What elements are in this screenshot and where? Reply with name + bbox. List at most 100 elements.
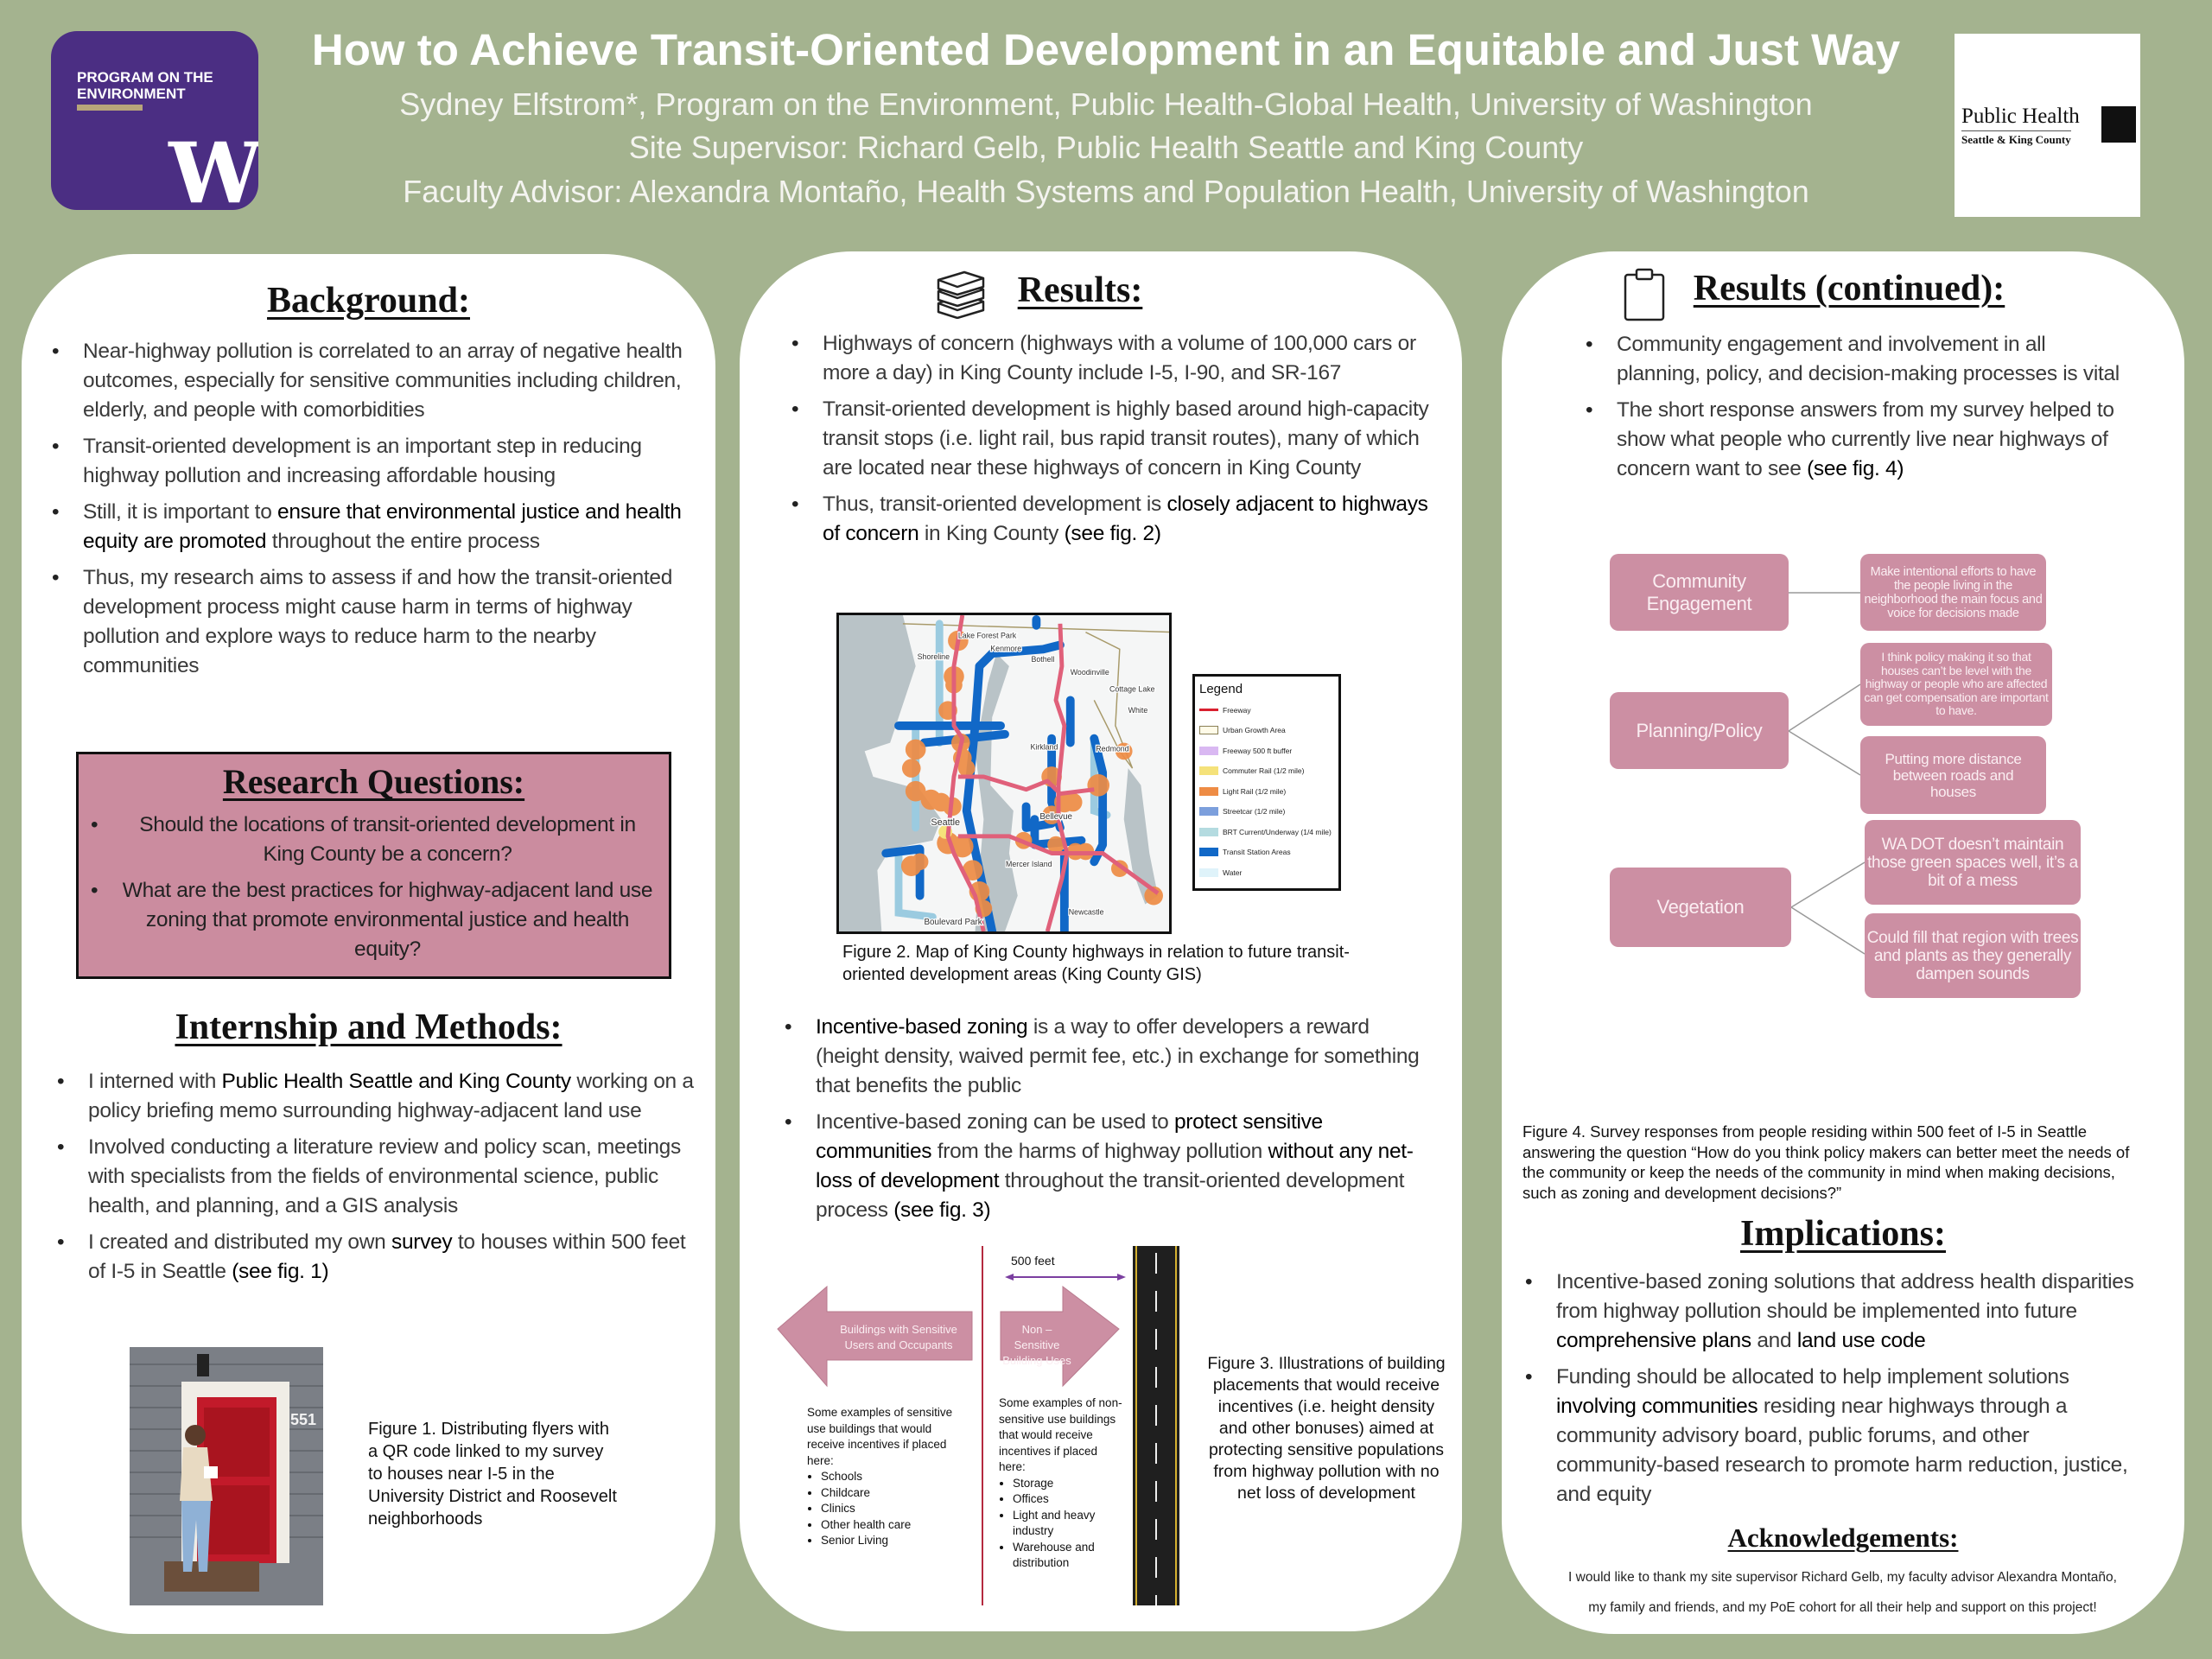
results-heading: Results: — [1017, 270, 1143, 310]
emphasized-text: (see fig. 3) — [893, 1198, 991, 1222]
legend-swatch — [1199, 868, 1218, 877]
books-icon — [931, 270, 988, 320]
bullet-item: Thus, transit-oriented development is cl… — [791, 490, 1435, 549]
bullet-text: Thus, transit-oriented development is — [823, 493, 1167, 516]
public-health-logo: Public Health Seattle & King County — [1955, 34, 2140, 217]
background-heading: Background: — [267, 281, 470, 321]
theme-vegetation: Vegetation — [1610, 868, 1791, 947]
research-questions-heading: Research Questions: — [222, 762, 525, 801]
legend-swatch — [1199, 807, 1218, 817]
bullet-item: Involved conducting a literature review … — [57, 1133, 696, 1221]
map-label: Newcastle — [1069, 907, 1104, 916]
i5-highway — [945, 615, 986, 931]
legend-item: BRT Current/Underway (1/4 mile) — [1199, 822, 1334, 842]
map-label: Woodinville — [1071, 668, 1109, 677]
implications-bullets: Incentive-based zoning solutions that ad… — [1525, 1268, 2140, 1516]
program-on-the-environment-logo: PROGRAM ON THE ENVIRONMENT W — [51, 31, 258, 210]
map-label: Cottage Lake — [1109, 685, 1155, 694]
bullet-item: The short response answers from my surve… — [1586, 396, 2121, 484]
legend-label: Transit Station Areas — [1223, 848, 1291, 857]
incentive-bullets: Incentive-based zoning is a way to offer… — [785, 1013, 1434, 1232]
legend-swatch — [1199, 827, 1218, 836]
example-item: Light and heavy industry — [1013, 1508, 1124, 1540]
legend-swatch — [1199, 726, 1218, 735]
legend-label: Streetcar (1/2 mile) — [1223, 807, 1286, 817]
survey-response: I think policy making it so that houses … — [1860, 643, 2052, 726]
bullet-text: Thus, my research aims to assess if and … — [83, 566, 673, 677]
bullet-text: Highways of concern (highways with a vol… — [823, 332, 1416, 385]
legend-swatch — [1199, 786, 1218, 796]
legend-label: Light Rail (1/2 mile) — [1223, 786, 1287, 796]
bullet-text: I created and distributed my own — [88, 1230, 391, 1254]
acknowledgements-heading: Acknowledgements: — [1727, 1522, 1959, 1553]
example-item: Senior Living — [821, 1533, 967, 1549]
emphasized-text: comprehensive plans — [1556, 1329, 1751, 1352]
legend-item: Transit Station Areas — [1199, 842, 1334, 863]
research-questions-box: Research Questions: Should the locations… — [76, 752, 671, 979]
example-item: Storage — [1013, 1476, 1124, 1492]
legend-swatch — [1199, 746, 1218, 755]
bullet-item: Still, it is important to ensure that en… — [52, 498, 696, 556]
logo-bar — [77, 105, 143, 111]
example-item: Clinics — [821, 1501, 967, 1517]
bullet-item: Incentive-based zoning solutions that ad… — [1525, 1268, 2140, 1356]
bullet-text: in King County — [918, 522, 1065, 545]
puget-sound — [839, 615, 942, 931]
results-continued-heading: Results (continued): — [1693, 269, 2005, 308]
legend-swatch — [1199, 766, 1218, 776]
logo-name: Public Health — [1961, 105, 2080, 128]
bullet-item: Thus, my research aims to assess if and … — [52, 563, 696, 681]
map-label: Kenmore — [990, 644, 1021, 652]
sensitive-intro: Some examples of sensitive use buildings… — [807, 1406, 953, 1467]
uw-w-mark: W — [168, 124, 258, 210]
lake-sammamish — [1123, 768, 1159, 905]
legend-item: Commuter Rail (1/2 mile) — [1199, 761, 1334, 782]
bullet-text: I interned with — [88, 1070, 222, 1093]
legend-swatch — [1199, 848, 1218, 857]
bullet-item: Community engagement and involvement in … — [1586, 330, 2121, 389]
map-label: Shoreline — [918, 652, 950, 661]
example-item: Offices — [1013, 1491, 1124, 1508]
survey-response: Make intentional efforts to have the peo… — [1860, 554, 2046, 631]
emphasized-text: without any net-loss of development — [816, 1140, 1414, 1192]
non-sensitive-list: StorageOfficesLight and heavy industryWa… — [999, 1476, 1124, 1572]
map-label: Mercer Island — [1006, 860, 1052, 868]
legend-item: Freeway 500 ft buffer — [1199, 741, 1334, 761]
bullet-text: The short response answers from my surve… — [1617, 398, 2114, 480]
emphasized-text: Public Health Seattle and King County — [221, 1070, 572, 1093]
example-item: Other health care — [821, 1517, 967, 1534]
bullet-item: I interned with Public Health Seattle an… — [57, 1067, 696, 1126]
example-item: Schools — [821, 1469, 967, 1485]
bullet-text: Transit-oriented development is an impor… — [83, 435, 642, 487]
sensitive-examples: Some examples of sensitive use buildings… — [807, 1405, 967, 1549]
bullet-text: throughout the transit-oriented developm… — [816, 1169, 1405, 1222]
logo-text: PROGRAM ON THE ENVIRONMENT — [77, 69, 213, 102]
house-number: 551 — [290, 1411, 316, 1428]
bullet-text: from the harms of highway pollution — [931, 1140, 1268, 1163]
authors: Sydney Elfstrom*, Program on the Environ… — [399, 86, 1813, 122]
bullet-text: Still, it is important to — [83, 500, 278, 524]
legend-label: BRT Current/Underway (1/4 mile) — [1223, 827, 1332, 836]
map-label: Kirkland — [1031, 742, 1058, 751]
bullet-item: Incentive-based zoning is a way to offer… — [785, 1013, 1434, 1101]
bullet-item: Funding should be allocated to help impl… — [1525, 1363, 2140, 1510]
bullet-text: and — [1751, 1329, 1797, 1352]
fig1-caption: Figure 1. Distributing flyers with a QR … — [368, 1420, 617, 1529]
research-question: Should the locations of transit-oriented… — [91, 810, 653, 869]
poster-title: How to Achieve Transit-Oriented Developm… — [311, 25, 1901, 74]
bullet-text: Incentive-based zoning solutions that ad… — [1556, 1270, 2134, 1323]
bullet-text: Near-highway pollution is correlated to … — [83, 340, 683, 422]
bullet-text: Transit-oriented development is highly b… — [823, 397, 1429, 480]
non-sensitive-intro: Some examples of non-sensitive use build… — [999, 1396, 1122, 1473]
survey-response: Putting more distance between roads and … — [1860, 736, 2046, 814]
internship-heading: Internship and Methods: — [175, 1007, 563, 1047]
legend-item: Urban Growth Area — [1199, 721, 1334, 741]
map-label: Bellevue — [1039, 812, 1072, 822]
emphasized-text: Incentive-based zoning — [816, 1015, 1028, 1039]
fig3-illustration: 500 feet Buildings with Sensitive Users … — [773, 1244, 1447, 1607]
legend-label: Freeway — [1223, 705, 1251, 715]
bullet-text: Funding should be allocated to help impl… — [1556, 1365, 2069, 1389]
emphasized-text: (see fig. 1) — [232, 1260, 329, 1283]
emphasized-text: ensure that environmental justice and he… — [83, 500, 682, 553]
